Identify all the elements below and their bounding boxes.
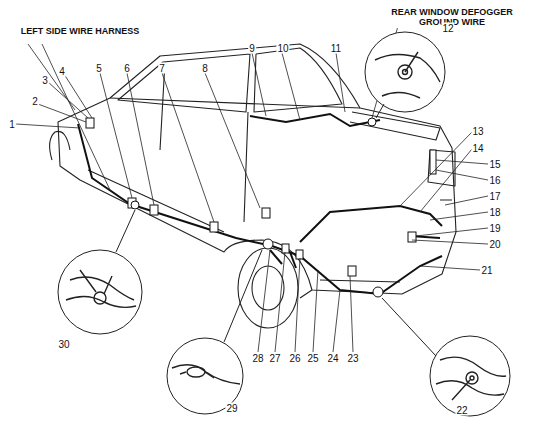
inset-pointer	[116, 104, 436, 356]
inset-detail	[375, 54, 440, 98]
leader-line	[258, 250, 353, 352]
inset-detail	[172, 365, 240, 384]
callout-number: 22	[455, 405, 468, 416]
callout-number: 27	[268, 353, 281, 364]
inset-detail	[187, 367, 205, 377]
car-body	[252, 266, 284, 310]
inset-detail	[436, 357, 506, 400]
car-body	[350, 112, 440, 140]
car-body	[428, 150, 455, 186]
callout-number: 16	[488, 175, 501, 186]
connector-symbol	[86, 118, 94, 128]
callout-number: 4	[58, 66, 66, 77]
car-body	[300, 200, 452, 298]
inset-detail	[470, 376, 474, 380]
car-body	[110, 98, 360, 108]
detail-inset	[58, 32, 510, 416]
detail-inset	[167, 338, 243, 414]
car-body	[254, 48, 342, 112]
callout-number: 8	[201, 63, 209, 74]
callout-number: 25	[306, 353, 319, 364]
connector-symbol	[263, 239, 273, 249]
leader-line	[127, 53, 300, 222]
callout-number: 12	[441, 23, 454, 34]
connector-symbol	[282, 244, 289, 253]
callout-number: 21	[480, 265, 493, 276]
inset-detail	[466, 372, 478, 384]
callout-number: 14	[471, 143, 484, 154]
detail-inset	[430, 336, 510, 416]
inset-detail	[80, 270, 112, 294]
leader-line	[16, 73, 132, 198]
callout-number: 13	[471, 126, 484, 137]
callout-number: 1	[8, 119, 16, 130]
callout-number: 7	[158, 63, 166, 74]
callout-number: 2	[31, 96, 39, 107]
callout-number: 18	[488, 207, 501, 218]
harness-title: LEFT SIDE WIRE HARNESS	[20, 27, 141, 37]
callout-number: 23	[346, 353, 359, 364]
wire-harness	[250, 114, 380, 126]
callout-number: 15	[488, 159, 501, 170]
connector-symbol	[86, 118, 436, 297]
car-body	[88, 170, 400, 282]
inset-pointer	[116, 104, 436, 356]
callout-number: 29	[225, 403, 238, 414]
connector-symbol	[296, 250, 303, 259]
callout-number: 9	[248, 43, 256, 54]
connector-symbol	[368, 118, 376, 126]
callout-number: 11	[330, 43, 342, 54]
inset-detail	[66, 52, 418, 307]
inset-detail	[180, 372, 214, 378]
connector-symbol	[348, 266, 356, 276]
callout-number: 20	[488, 239, 501, 250]
callout-number: 6	[123, 63, 131, 74]
connector-symbol	[262, 208, 270, 218]
callout-number: 10	[276, 43, 289, 54]
car-body	[238, 248, 298, 328]
callout-number: 5	[95, 63, 103, 74]
leader-line	[16, 26, 488, 352]
inset-detail	[66, 52, 506, 400]
connector-symbol	[210, 222, 218, 232]
callout-number: 3	[41, 75, 49, 86]
leader-line	[412, 196, 488, 270]
leader-line	[28, 26, 398, 190]
detail-inset	[58, 250, 142, 334]
callout-number: 24	[326, 353, 339, 364]
car-body	[160, 62, 248, 222]
callout-number: 19	[488, 223, 501, 234]
connector-symbol	[150, 205, 158, 215]
callout-number: 28	[251, 353, 264, 364]
callout-number: 26	[288, 353, 301, 364]
callout-number: 30	[57, 339, 70, 350]
connector-symbol	[373, 287, 383, 297]
connector-symbol	[131, 201, 139, 209]
car-body	[50, 131, 70, 160]
callout-number: 17	[488, 191, 501, 202]
